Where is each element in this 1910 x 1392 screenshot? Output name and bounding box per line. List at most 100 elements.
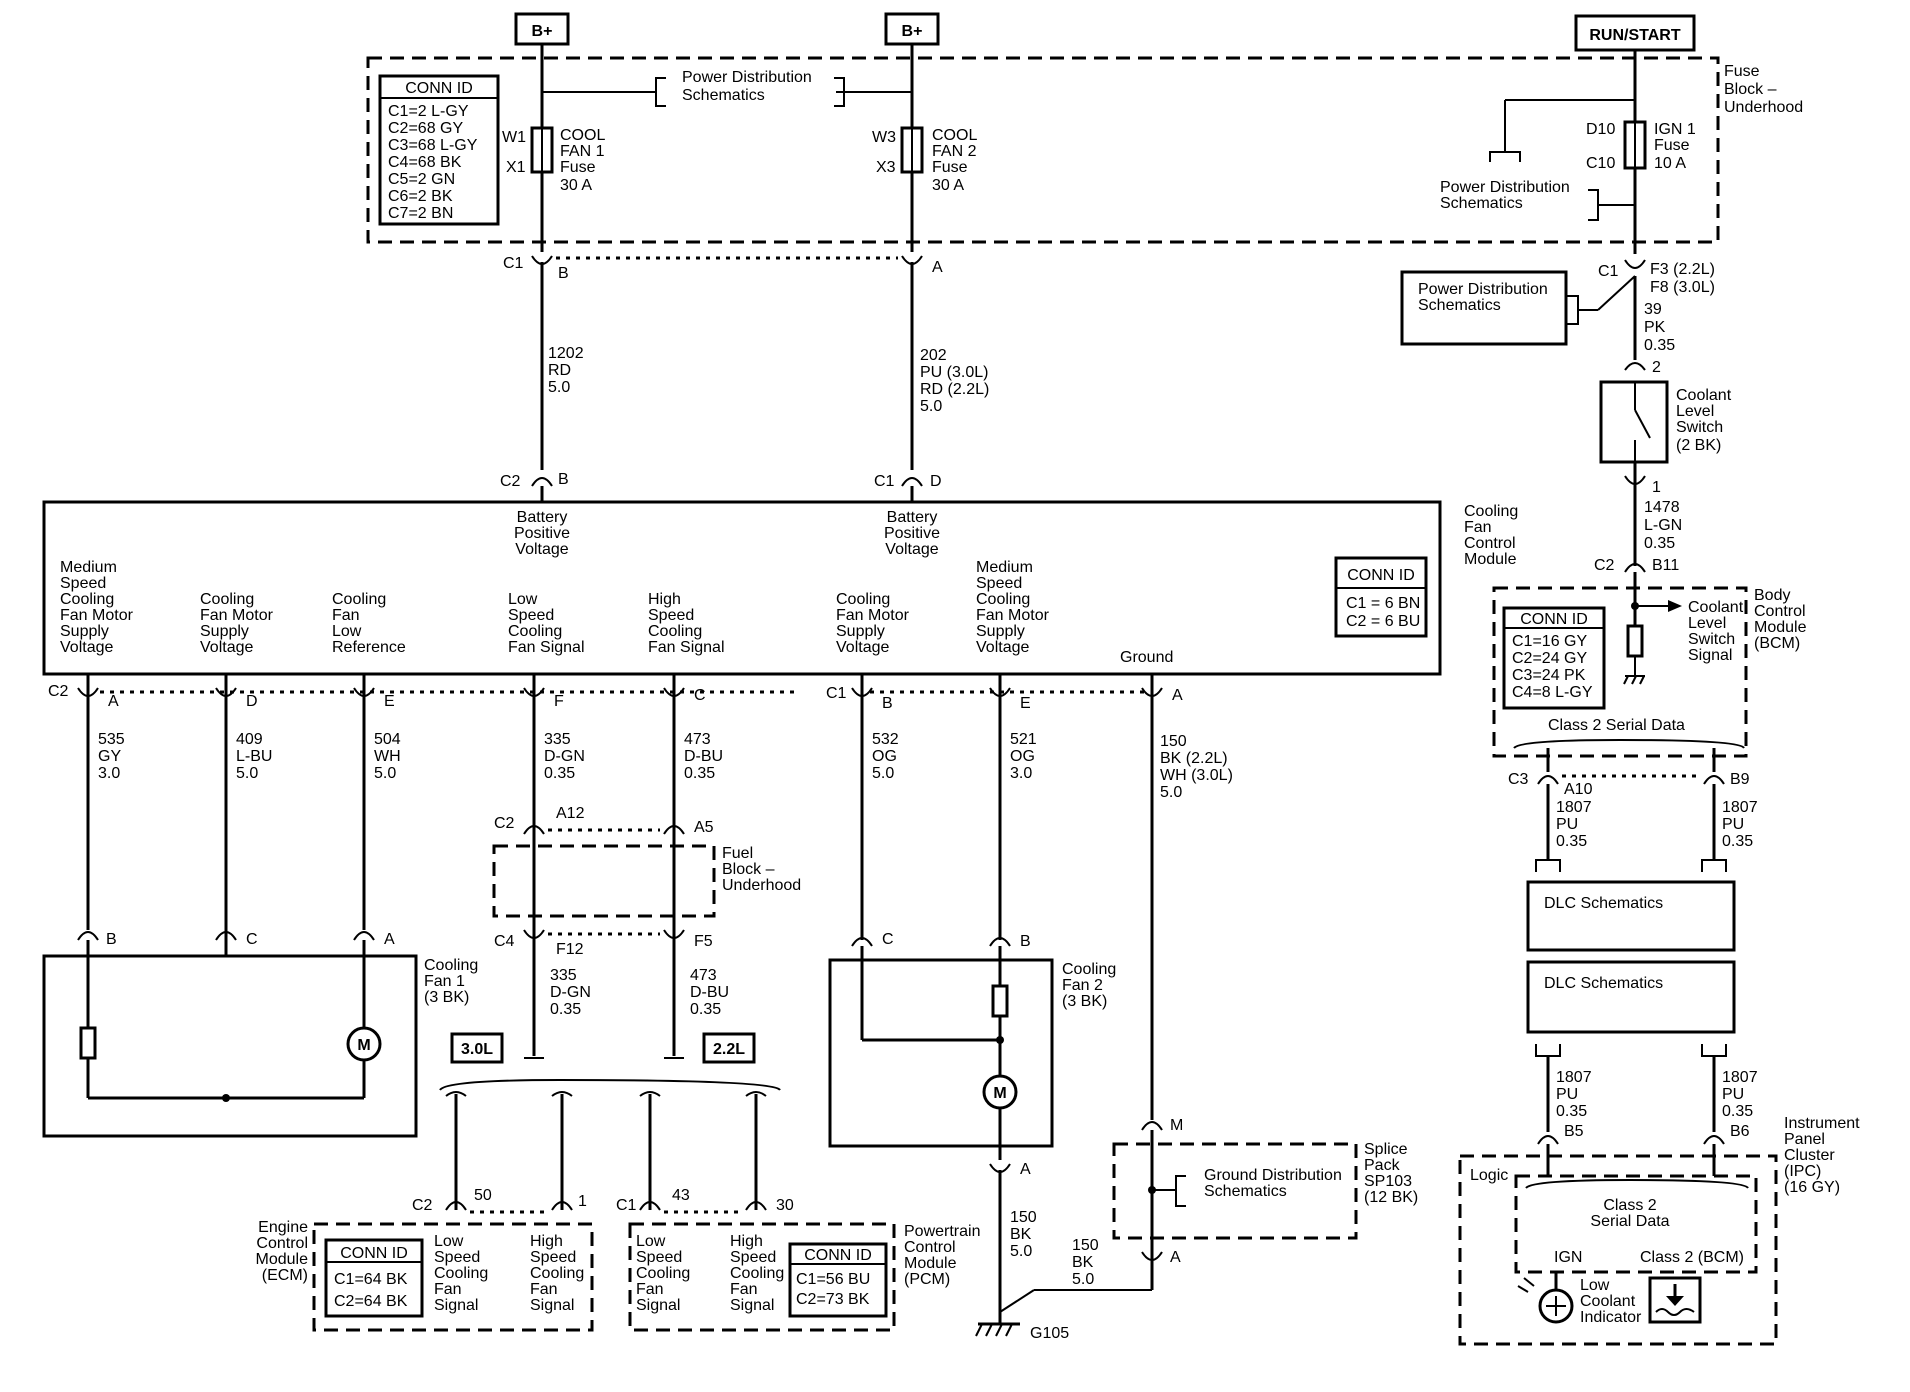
svg-text:Class 2 Serial Data: Class 2 Serial Data: [1548, 717, 1685, 734]
svg-text:C2: C2: [1594, 557, 1615, 574]
run-start-tag: RUN/START: [1574, 14, 1696, 52]
fuse-block-underhood-2: [492, 844, 716, 918]
powertrain-control-module: [628, 1222, 896, 1332]
bplus-left-tag: B+: [514, 12, 570, 46]
ipc-logic-box: [1514, 1174, 1758, 1274]
svg-text:B: B: [106, 931, 117, 948]
svg-text:C2: C2: [500, 473, 521, 490]
svg-text:DLC Schematics: DLC Schematics: [1544, 895, 1663, 912]
svg-text:A5: A5: [694, 819, 714, 836]
svg-text:E: E: [1020, 695, 1031, 712]
svg-text:C1: C1: [616, 1197, 637, 1214]
svg-text:A: A: [1170, 1249, 1181, 1266]
svg-text:2: 2: [1652, 359, 1661, 376]
svg-text:B+: B+: [902, 23, 923, 40]
svg-text:B: B: [558, 471, 569, 488]
tag-3-0l: 3.0L: [450, 1032, 504, 1064]
svg-text:43: 43: [672, 1187, 690, 1204]
svg-text:30: 30: [776, 1197, 794, 1214]
svg-text:RUN/START: RUN/START: [1589, 27, 1680, 44]
svg-text:B: B: [882, 695, 893, 712]
svg-text:Ground: Ground: [1120, 649, 1173, 666]
svg-text:C3: C3: [1508, 771, 1529, 788]
svg-text:1: 1: [1652, 479, 1661, 496]
ground-symbol-g105: G105: [975, 1312, 1069, 1342]
svg-text:B11: B11: [1652, 557, 1679, 574]
svg-text:A: A: [932, 259, 943, 276]
tag-2-2l: 2.2L: [702, 1032, 756, 1064]
svg-text:A: A: [108, 693, 119, 710]
svg-text:50: 50: [474, 1187, 492, 1204]
svg-text:3.0L: 3.0L: [461, 1041, 493, 1058]
engine-control-module: [312, 1222, 594, 1332]
splice-pack-sp103: [1112, 1142, 1358, 1240]
svg-text:Class 2 (BCM): Class 2 (BCM): [1640, 1249, 1744, 1266]
svg-text:CONN ID: CONN ID: [340, 1245, 408, 1262]
svg-text:G105: G105: [1030, 1325, 1069, 1342]
svg-text:2.2L: 2.2L: [713, 1041, 745, 1058]
svg-text:C: C: [246, 931, 258, 948]
coolant-level-icon: [1648, 1276, 1702, 1324]
svg-text:D: D: [246, 693, 258, 710]
cooling-fan-control-module: [42, 500, 1442, 676]
svg-text:A: A: [384, 931, 395, 948]
svg-text:B: B: [1020, 933, 1031, 950]
bplus-right-tag: B+: [884, 12, 940, 46]
svg-text:E: E: [384, 693, 395, 710]
svg-text:F12: F12: [556, 941, 584, 958]
svg-text:C1: C1: [874, 473, 895, 490]
svg-text:F: F: [554, 693, 564, 710]
svg-text:B5: B5: [1564, 1123, 1584, 1140]
svg-text:M: M: [357, 1037, 370, 1054]
svg-text:Logic: Logic: [1470, 1167, 1508, 1184]
svg-text:B: B: [558, 265, 569, 282]
dlc-schematics-box-1: DLC Schematics: [1526, 880, 1736, 952]
